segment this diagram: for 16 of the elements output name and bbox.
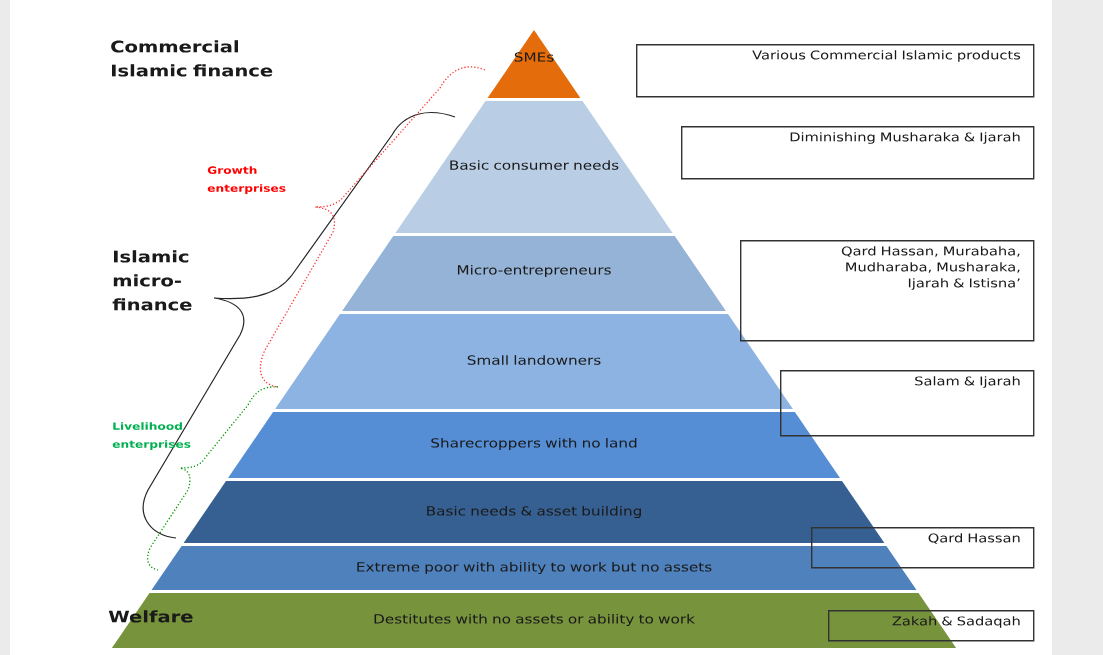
text-box: Diminishing Musharaka & Ijarah xyxy=(681,126,1035,180)
pyramid-band: Small landowners xyxy=(275,314,793,409)
pyramid-band: Basic consumer needs xyxy=(395,101,673,233)
text-box: Qard Hassan, Murabaha, Mudharaba, Musharaka, Ijarah & Istisna’ xyxy=(740,240,1035,342)
text-box: Qard Hassan xyxy=(811,527,1035,569)
pyramid-apex: SMEs xyxy=(487,30,581,98)
pyramid-band: Basic needs & asset building xyxy=(183,481,885,543)
pyramid-band: Sharecroppers with no land xyxy=(228,412,840,478)
bracket-label: Growth enterprises xyxy=(207,166,286,194)
text-box: Zakah & Sadaqah xyxy=(828,610,1035,642)
tier-heading: Islamic micro-finance xyxy=(112,250,192,311)
pyramid-band: Micro-entrepreneurs xyxy=(342,236,726,311)
text-box: Various Commercial Islamic products xyxy=(636,44,1035,98)
pyramid-band: Extreme poor with ability to work but no assets xyxy=(151,546,917,590)
tier-heading: Commercial Islamic finance xyxy=(111,40,273,77)
text-box: Salam & Ijarah xyxy=(780,370,1035,437)
